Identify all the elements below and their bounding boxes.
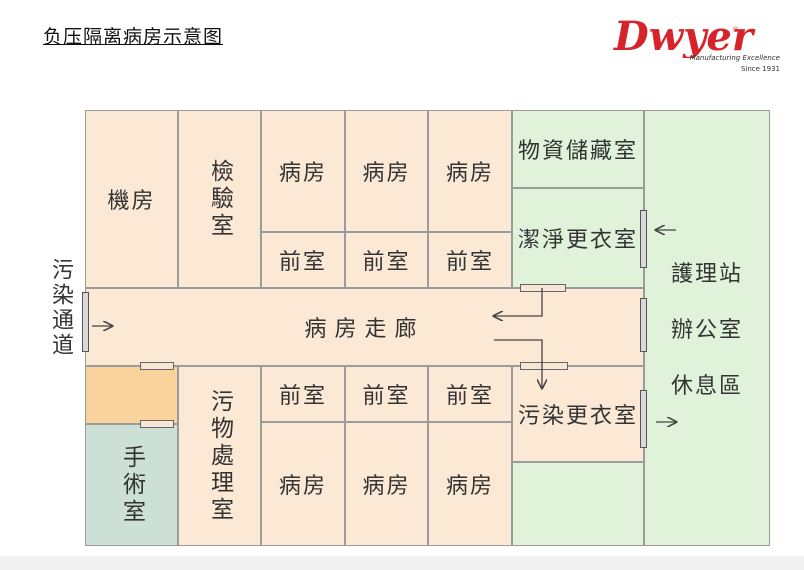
logo-tagline: Manufacturing Excellence bbox=[689, 54, 780, 62]
surgery-room: 手術室 bbox=[85, 424, 178, 546]
ward-room-6: 病房 bbox=[428, 422, 512, 546]
lab-room: 檢驗室 bbox=[178, 110, 261, 288]
anteroom-2: 前室 bbox=[345, 232, 428, 288]
ward-label: 病房 bbox=[278, 161, 327, 186]
dirty-locker-room: 污染更衣室 bbox=[512, 366, 644, 462]
ward-label: 病房 bbox=[278, 474, 327, 499]
dirty-disposal-room: 污物處理室 bbox=[178, 366, 261, 546]
anteroom-label: 前室 bbox=[362, 250, 411, 275]
door-clean-locker bbox=[640, 210, 647, 268]
clean-locker-room: 潔淨更衣室 bbox=[512, 188, 644, 288]
ward-room-5: 病房 bbox=[345, 422, 428, 546]
surgery-room-label: 手術室 bbox=[118, 444, 145, 526]
door-dirty-locker-corridor bbox=[520, 362, 568, 370]
clean-locker-room-label: 潔淨更衣室 bbox=[517, 228, 638, 253]
anteroom-label: 前室 bbox=[445, 384, 494, 409]
nurse-station: 護理站 辦公室 休息區 bbox=[644, 110, 770, 546]
dwyer-logo-mark: Dwyer ® bbox=[613, 13, 756, 58]
anteroom-1: 前室 bbox=[261, 232, 345, 288]
ward-corridor-label: 病房走廊 bbox=[304, 317, 425, 342]
logo-since: Since 1931 bbox=[740, 65, 780, 73]
nurse-station-label: 護理站 bbox=[670, 262, 743, 287]
ward-room-3: 病房 bbox=[428, 110, 512, 232]
ward-corridor: 病房走廊 bbox=[85, 288, 644, 366]
machine-room: 機房 bbox=[85, 110, 178, 288]
anteroom-3: 前室 bbox=[428, 232, 512, 288]
arrow-clean-to-corridor bbox=[494, 288, 543, 316]
buffer-room bbox=[85, 366, 178, 424]
anteroom-4: 前室 bbox=[261, 366, 345, 422]
anteroom-label: 前室 bbox=[278, 384, 327, 409]
dirty-disposal-room-label: 污物處理室 bbox=[206, 388, 233, 524]
lab-room-label: 檢驗室 bbox=[206, 158, 233, 240]
anteroom-label: 前室 bbox=[362, 384, 411, 409]
dwyer-logo: Dwyer ® Manufacturing Excellence Since 1… bbox=[600, 12, 780, 76]
ward-label: 病房 bbox=[362, 161, 411, 186]
door-buffer-corridor bbox=[140, 362, 174, 370]
door-clean-locker-corridor bbox=[520, 284, 566, 292]
storage-room-label: 物資儲藏室 bbox=[517, 139, 638, 164]
door-dirty-locker bbox=[640, 390, 647, 448]
page-title: 负压隔离病房示意图 bbox=[43, 26, 224, 48]
arrow-corridor-to-dirty bbox=[494, 339, 542, 388]
door-corridor-east bbox=[640, 298, 647, 352]
ward-label: 病房 bbox=[362, 474, 411, 499]
door-contaminated-passage bbox=[82, 292, 89, 352]
svg-text:Dwyer: Dwyer bbox=[613, 13, 756, 58]
clean-zone-lower bbox=[512, 462, 644, 546]
anteroom-6: 前室 bbox=[428, 366, 512, 422]
dirty-locker-room-label: 污染更衣室 bbox=[517, 404, 638, 429]
anteroom-label: 前室 bbox=[445, 250, 494, 275]
machine-room-label: 機房 bbox=[107, 189, 156, 214]
ward-label: 病房 bbox=[445, 161, 494, 186]
office-label: 辦公室 bbox=[670, 318, 743, 343]
storage-room: 物資儲藏室 bbox=[512, 110, 644, 188]
door-surgery bbox=[140, 420, 174, 428]
ward-room-1: 病房 bbox=[261, 110, 345, 232]
slide-footer-band bbox=[0, 556, 804, 570]
ward-room-2: 病房 bbox=[345, 110, 428, 232]
contaminated-passage-label: 污染通道 bbox=[48, 258, 73, 358]
svg-text:®: ® bbox=[732, 26, 739, 34]
ward-room-4: 病房 bbox=[261, 422, 345, 546]
anteroom-5: 前室 bbox=[345, 366, 428, 422]
ward-label: 病房 bbox=[445, 474, 494, 499]
rest-area-label: 休息區 bbox=[670, 374, 743, 399]
anteroom-label: 前室 bbox=[278, 250, 327, 275]
